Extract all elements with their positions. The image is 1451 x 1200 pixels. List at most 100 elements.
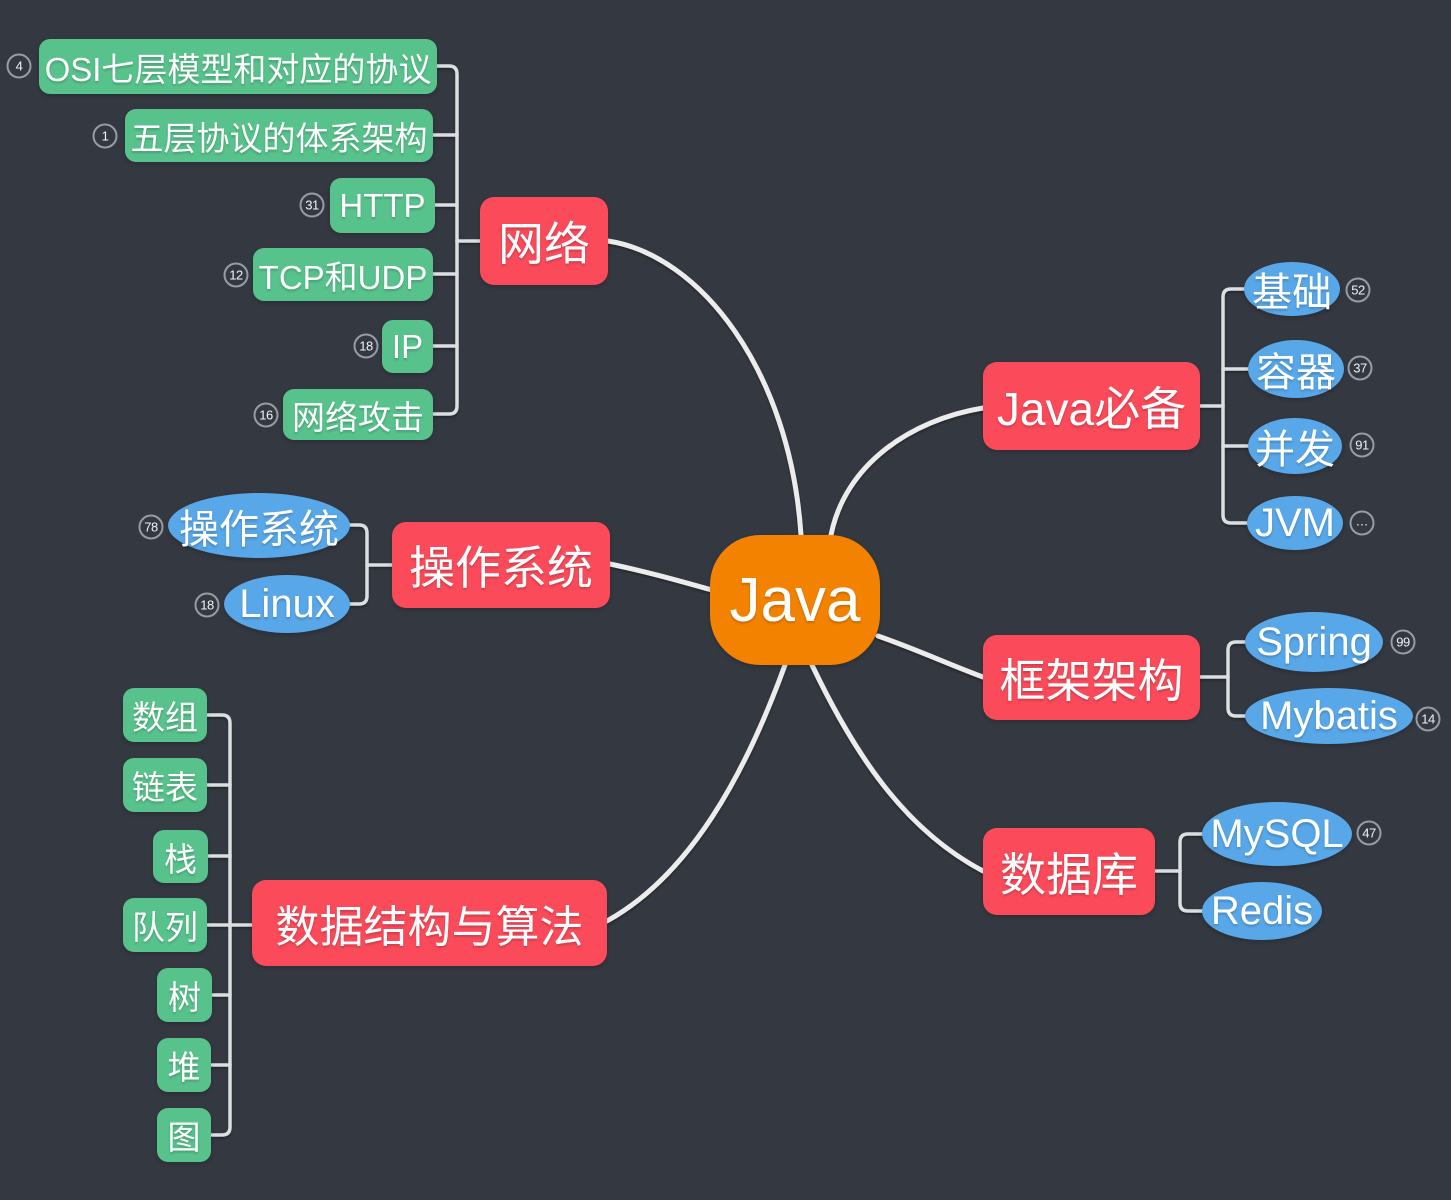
badge-value: 4: [15, 58, 23, 74]
node-label: 数据结构与算法: [275, 903, 584, 952]
connector-root-dsa: [604, 662, 788, 924]
subtopic-spring[interactable]: Spring: [1245, 612, 1383, 672]
badge-value: 18: [200, 597, 214, 613]
subtopic-http[interactable]: HTTP: [330, 178, 435, 233]
subtopic-osi-model[interactable]: OSI七层模型和对应的协议: [39, 39, 437, 94]
topic-framework[interactable]: 框架架构: [983, 635, 1200, 720]
node-label: 网络: [498, 218, 590, 270]
subtopic-queue[interactable]: 队列: [123, 898, 207, 952]
subtopic-concurrency[interactable]: 并发: [1248, 418, 1342, 474]
badge-value: 1: [101, 128, 109, 144]
badge-spring-count[interactable]: 99: [1390, 629, 1416, 655]
node-label: Mybatis: [1260, 693, 1398, 738]
node-label: 操作系统: [409, 542, 593, 594]
node-label: 并发: [1255, 428, 1335, 472]
subtopic-jvm[interactable]: JVM: [1247, 496, 1343, 550]
subtopic-graph[interactable]: 图: [157, 1108, 211, 1162]
topic-dsa[interactable]: 数据结构与算法: [252, 880, 607, 966]
node-label: 栈: [164, 840, 197, 878]
badge-collections-count[interactable]: 37: [1347, 355, 1373, 381]
node-label: Java必备: [996, 383, 1187, 435]
connector-essentials-bracket: [1221, 287, 1249, 525]
subtopic-tcp-udp[interactable]: TCP和UDP: [253, 248, 433, 301]
connector-root-database: [809, 662, 986, 874]
badge-five-layer-count[interactable]: 1: [92, 123, 118, 149]
badge-value: 52: [1351, 282, 1365, 298]
badge-os-count[interactable]: 78: [138, 514, 164, 540]
topic-java-essentials[interactable]: Java必备: [983, 362, 1200, 450]
connector-framework-bracket: [1226, 640, 1248, 718]
connector-root-essentials: [828, 405, 986, 538]
topic-os[interactable]: 操作系统: [392, 522, 610, 608]
subtopic-array[interactable]: 数组: [123, 688, 207, 742]
root-topic-java[interactable]: Java: [710, 535, 880, 665]
node-label: Java: [729, 565, 861, 635]
node-label: HTTP: [339, 186, 426, 224]
badge-basics-count[interactable]: 52: [1345, 277, 1371, 303]
badge-value: 99: [1396, 634, 1410, 650]
subtopic-basics[interactable]: 基础: [1244, 262, 1340, 316]
node-label: 框架架构: [999, 654, 1184, 707]
node-label: Redis: [1210, 888, 1314, 933]
badge-value: 16: [259, 407, 273, 423]
badge-linux-count[interactable]: 18: [194, 592, 220, 618]
connector-network-bracket: [431, 64, 459, 416]
node-label: 操作系统: [179, 507, 339, 552]
node-label: 队列: [132, 909, 198, 946]
badge-jvm-more[interactable]: …: [1349, 510, 1375, 536]
subtopic-linux[interactable]: Linux: [224, 575, 350, 633]
badge-value: 91: [1355, 437, 1369, 453]
connector-root-os: [607, 561, 715, 593]
subtopic-os[interactable]: 操作系统: [168, 493, 350, 558]
node-label: 树: [168, 979, 201, 1016]
connector-os-bracket: [347, 523, 369, 606]
node-label: 链表: [132, 769, 198, 806]
subtopic-mybatis[interactable]: Mybatis: [1245, 688, 1413, 744]
badge-osi-count[interactable]: 4: [6, 53, 32, 79]
badge-mysql-count[interactable]: 47: [1356, 820, 1382, 846]
badge-value: 18: [359, 338, 373, 354]
node-label: 五层协议的体系架构: [130, 119, 428, 157]
subtopic-mysql[interactable]: MySQL: [1202, 802, 1352, 866]
node-label: 数据库: [1000, 848, 1138, 901]
subtopic-tree[interactable]: 树: [157, 968, 212, 1022]
badge-value: 47: [1362, 825, 1376, 841]
topic-network[interactable]: 网络: [480, 197, 608, 285]
subtopic-heap[interactable]: 堆: [157, 1038, 211, 1092]
subtopic-collections[interactable]: 容器: [1248, 340, 1344, 398]
badge-mybatis-count[interactable]: 14: [1415, 706, 1441, 732]
subtopic-ip[interactable]: IP: [382, 320, 433, 373]
node-label: 网络攻击: [292, 398, 424, 436]
connector-root-network: [605, 238, 804, 538]
node-label: IP: [391, 327, 424, 365]
badge-value: …: [1355, 513, 1369, 529]
node-label: 图: [167, 1119, 201, 1156]
node-label: JVM: [1255, 500, 1335, 545]
badge-value: 14: [1421, 711, 1435, 727]
subtopic-network-attack[interactable]: 网络攻击: [283, 389, 433, 440]
badge-value: 12: [229, 267, 243, 283]
badge-value: 37: [1353, 360, 1367, 376]
node-label: 堆: [167, 1049, 201, 1086]
subtopic-redis[interactable]: Redis: [1202, 882, 1322, 940]
node-label: OSI七层模型和对应的协议: [44, 50, 432, 88]
subtopic-stack[interactable]: 栈: [153, 830, 208, 883]
subtopic-five-layer[interactable]: 五层协议的体系架构: [125, 109, 433, 162]
topic-database[interactable]: 数据库: [983, 828, 1155, 915]
badge-concurrency-count[interactable]: 91: [1349, 432, 1375, 458]
badge-value: 78: [144, 519, 158, 535]
node-label: Linux: [239, 581, 335, 626]
badge-tcp-udp-count[interactable]: 12: [223, 262, 249, 288]
badge-ip-count[interactable]: 18: [353, 333, 379, 359]
node-label: MySQL: [1210, 811, 1344, 856]
node-label: 数组: [132, 699, 198, 736]
badge-http-count[interactable]: 31: [299, 192, 325, 218]
badge-value: 31: [305, 197, 319, 213]
subtopic-linked-list[interactable]: 链表: [123, 758, 207, 812]
connector-database-bracket: [1178, 832, 1205, 913]
node-label: TCP和UDP: [258, 258, 428, 296]
badge-network-attack-count[interactable]: 16: [253, 402, 279, 428]
node-label: 容器: [1256, 351, 1336, 395]
node-label: 基础: [1252, 271, 1332, 315]
